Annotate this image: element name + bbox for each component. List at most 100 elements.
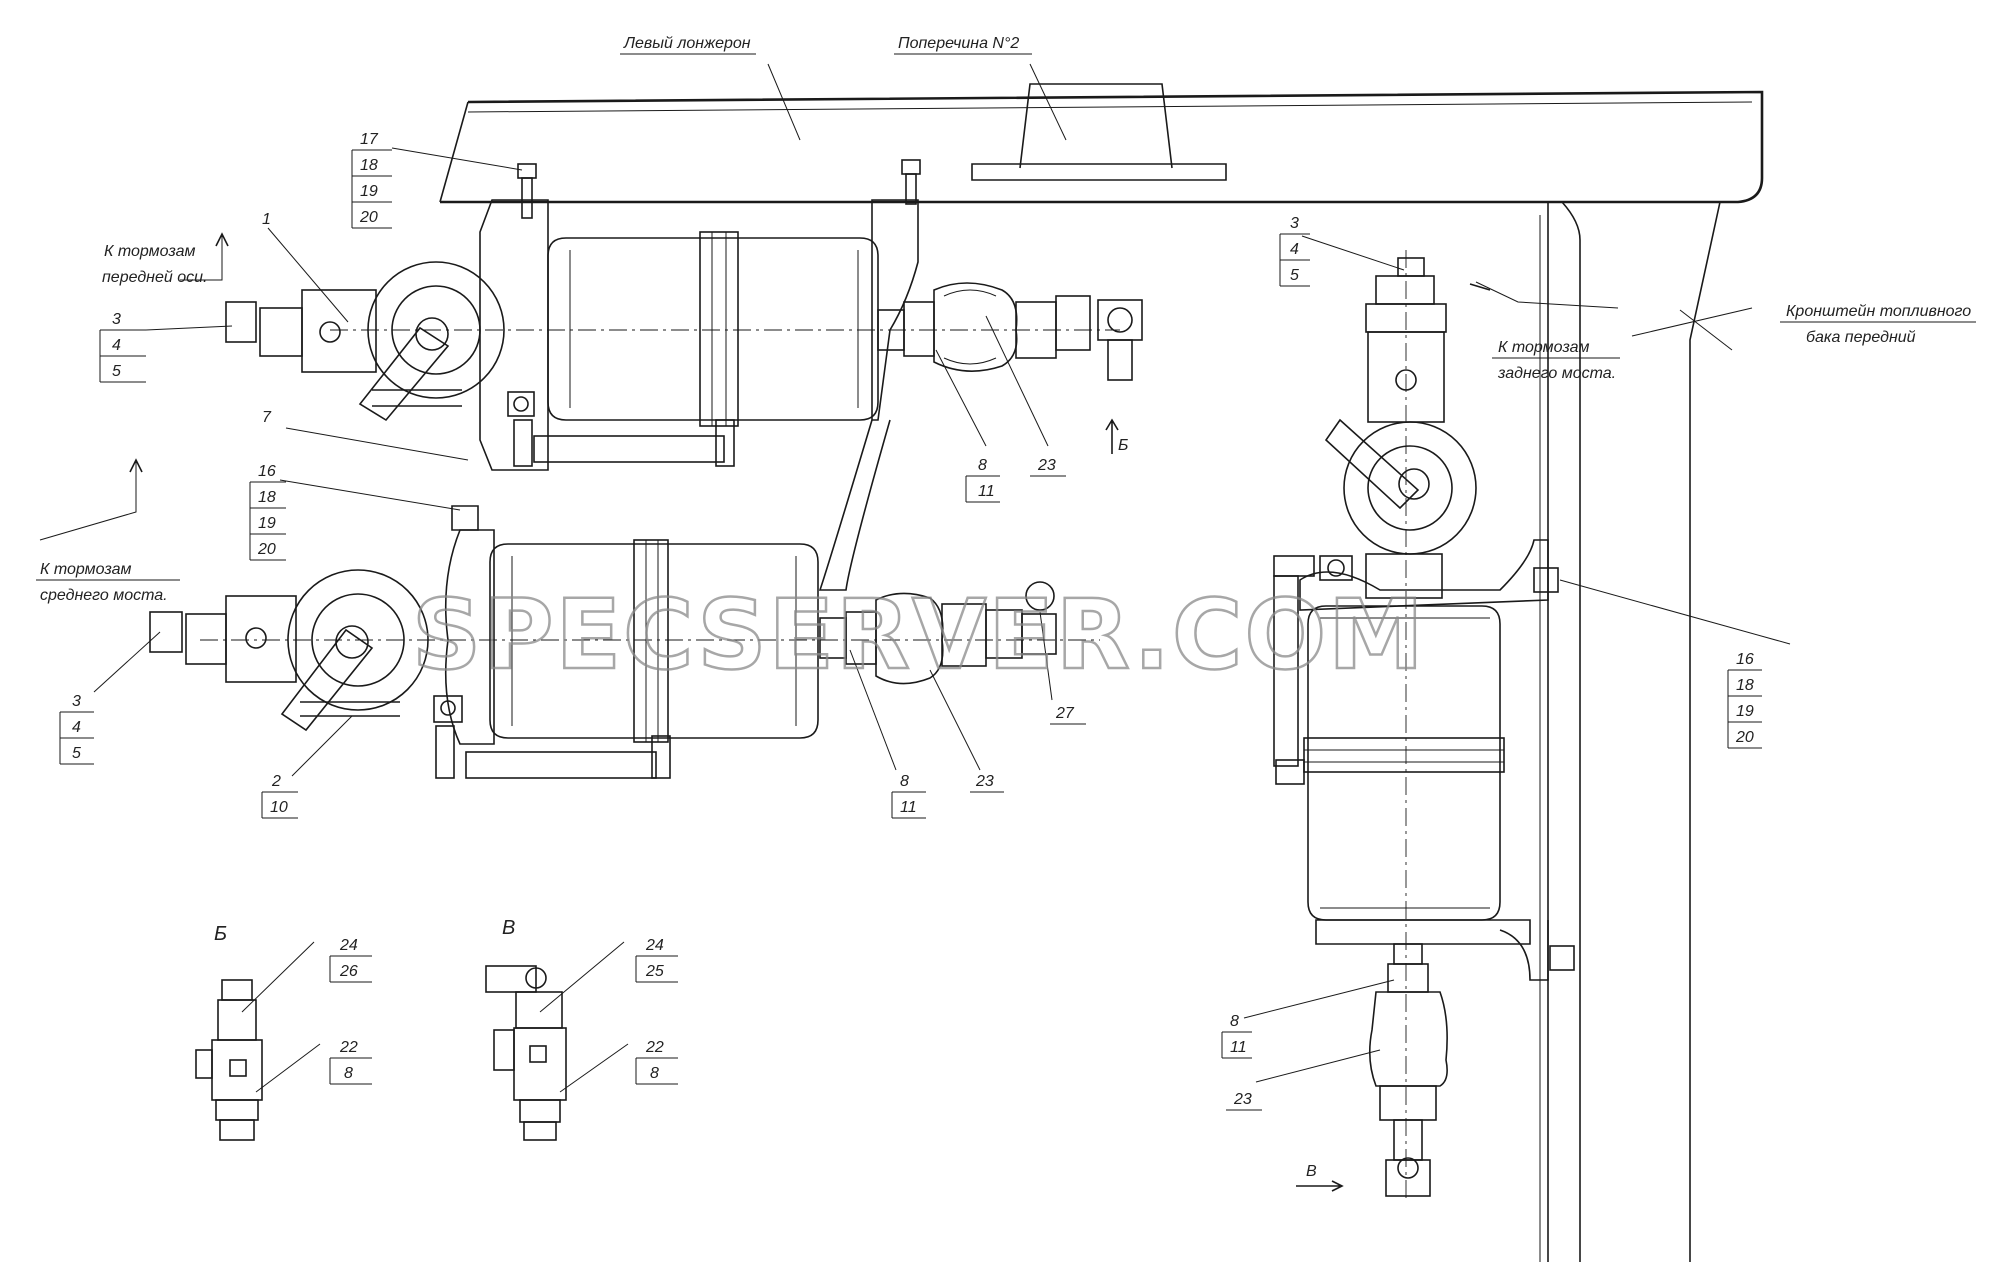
callout-17-2: 18 bbox=[360, 157, 378, 174]
callout-2-1: 2 bbox=[271, 773, 281, 790]
callout-2: 2 10 bbox=[261, 773, 298, 819]
callout-16b-2: 18 bbox=[1736, 677, 1754, 694]
callout-8-right: 8 11 bbox=[1221, 1013, 1252, 1059]
callout-3c-3: 5 bbox=[1290, 267, 1299, 284]
note-front-axle-1: К тормозам bbox=[104, 243, 195, 260]
upper-receiver bbox=[330, 231, 1120, 427]
callout-23-lower: 23 bbox=[970, 773, 1004, 793]
callout-8a-1: 8 bbox=[978, 457, 987, 474]
view-v-label: В bbox=[1306, 1163, 1317, 1180]
view-v-arrow-label: В bbox=[1306, 1163, 1317, 1180]
callout-b22-2: 8 bbox=[344, 1065, 353, 1082]
upper-drain-valve bbox=[225, 261, 505, 422]
watermark-text: SPECSERVER.COM bbox=[412, 579, 1426, 691]
note-middle-axle-1: К тормозам bbox=[40, 561, 131, 578]
callout-v24-2: 25 bbox=[645, 963, 664, 980]
note-left-spar: Левый лонжерон bbox=[623, 35, 751, 52]
callout-b22-1: 22 bbox=[339, 1039, 358, 1056]
callout-27-1: 27 bbox=[1055, 705, 1075, 722]
callout-1-1: 1 bbox=[262, 211, 271, 228]
vertical-bottom-filter bbox=[1368, 943, 1448, 1197]
note-crossmember: Поперечина N°2 bbox=[898, 35, 1019, 52]
callout-16b-1: 16 bbox=[1736, 651, 1754, 668]
callout-7: 7 bbox=[262, 409, 272, 426]
vertical-drain-valve bbox=[1324, 257, 1477, 599]
callout-23b-1: 23 bbox=[975, 773, 994, 790]
callout-23a-1: 23 bbox=[1037, 457, 1056, 474]
callout-v22-2: 8 bbox=[650, 1065, 659, 1082]
callout-3c-2: 4 bbox=[1290, 241, 1299, 258]
callout-16a-4: 20 bbox=[257, 541, 276, 558]
callout-1: 1 bbox=[262, 211, 271, 228]
callout-8a-2: 11 bbox=[978, 483, 995, 500]
view-b-label: Б bbox=[1118, 437, 1128, 454]
callout-8-upper: 8 11 bbox=[965, 457, 1000, 503]
note-front-axle-2: передней оси. bbox=[102, 269, 207, 286]
callout-2-2: 10 bbox=[270, 799, 288, 816]
view-b-arrow-label: Б bbox=[1118, 437, 1128, 454]
callout-b24-2: 26 bbox=[339, 963, 358, 980]
lower-mount-bracket bbox=[444, 505, 495, 745]
callout-7-1: 7 bbox=[262, 409, 272, 426]
callout-8b-1: 8 bbox=[900, 773, 909, 790]
bolt-17 bbox=[517, 163, 537, 219]
note-tank-bracket-1: Кронштейн топливного bbox=[1786, 303, 1971, 320]
note-middle-axle-2: среднего моста. bbox=[40, 587, 168, 604]
detail-view-b bbox=[195, 979, 263, 1141]
bolt-top-right bbox=[901, 159, 921, 205]
callout-3-lower: 3 4 5 bbox=[59, 693, 94, 765]
callout-23-upper: 23 bbox=[1030, 457, 1066, 477]
callout-17-3: 19 bbox=[360, 183, 378, 200]
vertical-receiver bbox=[1303, 250, 1505, 1200]
note-tank-bracket-2: бака передний bbox=[1806, 329, 1916, 346]
callout-16-upper: 16 18 19 20 bbox=[249, 463, 286, 561]
callout-3a-3: 5 bbox=[112, 363, 121, 380]
view-v-arrow bbox=[1296, 1180, 1344, 1192]
left-spar bbox=[439, 90, 1764, 204]
view-b-arrow bbox=[1105, 418, 1119, 454]
callout-8b-2: 11 bbox=[900, 799, 917, 816]
note-rear-axle-2: заднего моста. bbox=[1497, 365, 1616, 382]
callout-3b-1: 3 bbox=[72, 693, 81, 710]
callout-v22-1: 22 bbox=[645, 1039, 664, 1056]
detail-view-v bbox=[485, 965, 567, 1141]
detail-v-labels: В 24 25 22 8 bbox=[502, 917, 678, 1085]
upper-mount-bracket bbox=[479, 199, 919, 591]
vertical-receiver-brackets bbox=[1299, 539, 1575, 981]
callout-17: 17 18 19 20 bbox=[351, 131, 392, 229]
callout-16a-1: 16 bbox=[258, 463, 276, 480]
detail-v-title: В bbox=[502, 917, 515, 939]
fuel-tank-bracket bbox=[1539, 201, 1721, 1262]
callout-3a-1: 3 bbox=[112, 311, 121, 328]
upper-tee-fitting bbox=[507, 391, 735, 467]
callout-3c-1: 3 bbox=[1290, 215, 1299, 232]
callout-16b-3: 19 bbox=[1736, 703, 1754, 720]
callout-8c-1: 8 bbox=[1230, 1013, 1239, 1030]
detail-b-title: Б bbox=[214, 923, 227, 945]
callout-16-right: 16 18 19 20 bbox=[1727, 651, 1762, 749]
callout-3b-3: 5 bbox=[72, 745, 81, 762]
callout-3-upper: 3 4 5 bbox=[99, 311, 146, 383]
callout-v24-1: 24 bbox=[645, 937, 664, 954]
lower-right-filter bbox=[819, 581, 1057, 685]
callout-27: 27 bbox=[1050, 705, 1086, 725]
callout-3a-2: 4 bbox=[112, 337, 121, 354]
note-rear-axle-1: К тормозам bbox=[1498, 339, 1589, 356]
callout-8c-2: 11 bbox=[1230, 1039, 1247, 1056]
lower-tee-fitting bbox=[433, 695, 671, 779]
annotation-texts: Левый лонжерон Поперечина N°2 К тормозам… bbox=[36, 35, 1976, 604]
callout-16a-2: 18 bbox=[258, 489, 276, 506]
callout-3b-2: 4 bbox=[72, 719, 81, 736]
upper-right-filter bbox=[877, 282, 1143, 381]
crossmember-no2 bbox=[971, 83, 1227, 181]
callout-23c-1: 23 bbox=[1233, 1091, 1252, 1108]
lower-receiver bbox=[200, 539, 1100, 743]
callout-17-1: 17 bbox=[360, 131, 379, 148]
callout-16a-3: 19 bbox=[258, 515, 276, 532]
callout-23-right: 23 bbox=[1226, 1091, 1262, 1111]
vertical-side-tube bbox=[1273, 555, 1353, 785]
callout-b24-1: 24 bbox=[339, 937, 358, 954]
leader-lines bbox=[39, 63, 1791, 1093]
callout-17-4: 20 bbox=[359, 209, 378, 226]
